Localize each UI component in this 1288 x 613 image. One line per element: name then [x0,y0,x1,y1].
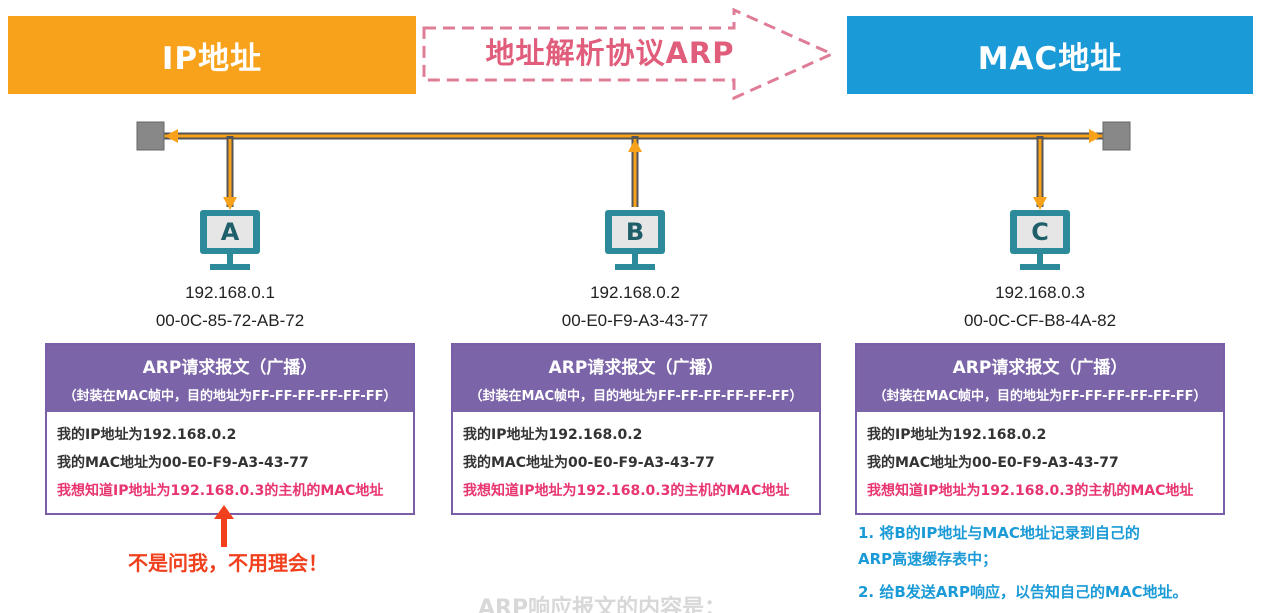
target-query-line: 我想知道IP地址为192.168.0.3的主机的MAC地址 [57,483,384,499]
arp-request-header: ARP请求报文（广播） （封装在MAC帧中，目的地址为FF-FF-FF-FF-F… [857,345,1223,412]
mac-address-banner: MAC地址 [847,16,1253,94]
host-a-letter: A [207,216,253,248]
target-query-line: 我想知道IP地址为192.168.0.3的主机的MAC地址 [867,483,1194,499]
host-a-monitor-icon: A [200,210,260,274]
sender-mac-line: 我的MAC地址为00-E0-F9-A3-43-77 [867,455,1119,471]
sender-mac-line: 我的MAC地址为00-E0-F9-A3-43-77 [463,455,715,471]
host-c-mac: 00-0C-CF-B8-4A-82 [963,311,1117,330]
ip-address-banner: IP地址 [8,16,416,94]
arp-request-subtitle: （封装在MAC帧中，目的地址为FF-FF-FF-FF-FF-FF） [873,389,1207,404]
arp-request-subtitle: （封装在MAC帧中，目的地址为FF-FF-FF-FF-FF-FF） [63,389,397,404]
host-b-monitor-icon: B [605,210,665,274]
bottom-caption: ARP响应报文的内容是： [478,596,727,613]
host-c-monitor-icon: C [1010,210,1070,274]
host-b-ip: 192.168.0.2 [590,283,680,302]
sender-ip-line: 我的IP地址为192.168.0.2 [463,427,643,443]
host-c-ip: 192.168.0.3 [995,283,1085,302]
arp-request-subtitle: （封装在MAC帧中，目的地址为FF-FF-FF-FF-FF-FF） [469,389,803,404]
action-note-1b: ARP高速缓存表中； [858,550,998,568]
arp-request-box-c: ARP请求报文（广播） （封装在MAC帧中，目的地址为FF-FF-FF-FF-F… [855,343,1225,515]
arp-protocol-label: 地址解析协议ARP [485,36,735,70]
arp-request-box-b: ARP请求报文（广播） （封装在MAC帧中，目的地址为FF-FF-FF-FF-F… [451,343,821,515]
arp-dashed-arrow [422,7,836,101]
reject-note: 不是问我，不用理会！ [128,551,328,575]
arp-request-header: ARP请求报文（广播） （封装在MAC帧中，目的地址为FF-FF-FF-FF-F… [47,345,413,412]
arp-request-title: ARP请求报文（广播） [142,358,318,378]
host-a-ip: 192.168.0.1 [185,283,275,302]
host-a-mac: 00-0C-85-72-AB-72 [155,311,305,330]
action-note-1: 1. 将B的IP地址与MAC地址记录到自己的 [858,524,1140,542]
red-up-arrow-icon [214,505,234,547]
action-note-2: 2. 给B发送ARP响应，以告知自己的MAC地址。 [858,583,1188,601]
host-c-letter: C [1017,216,1063,248]
arp-request-box-a: ARP请求报文（广播） （封装在MAC帧中，目的地址为FF-FF-FF-FF-F… [45,343,415,515]
arp-request-header: ARP请求报文（广播） （封装在MAC帧中，目的地址为FF-FF-FF-FF-F… [453,345,819,412]
arp-request-title: ARP请求报文（广播） [548,358,724,378]
host-b-letter: B [612,216,658,248]
ip-address-label: IP地址 [161,40,263,77]
host-b-mac: 00-E0-F9-A3-43-77 [561,311,709,330]
sender-ip-line: 我的IP地址为192.168.0.2 [57,427,237,443]
arp-request-title: ARP请求报文（广播） [952,358,1128,378]
sender-mac-line: 我的MAC地址为00-E0-F9-A3-43-77 [57,455,309,471]
sender-ip-line: 我的IP地址为192.168.0.2 [867,427,1047,443]
network-bus [136,121,1131,210]
mac-address-label: MAC地址 [977,40,1123,77]
target-query-line: 我想知道IP地址为192.168.0.3的主机的MAC地址 [463,483,790,499]
